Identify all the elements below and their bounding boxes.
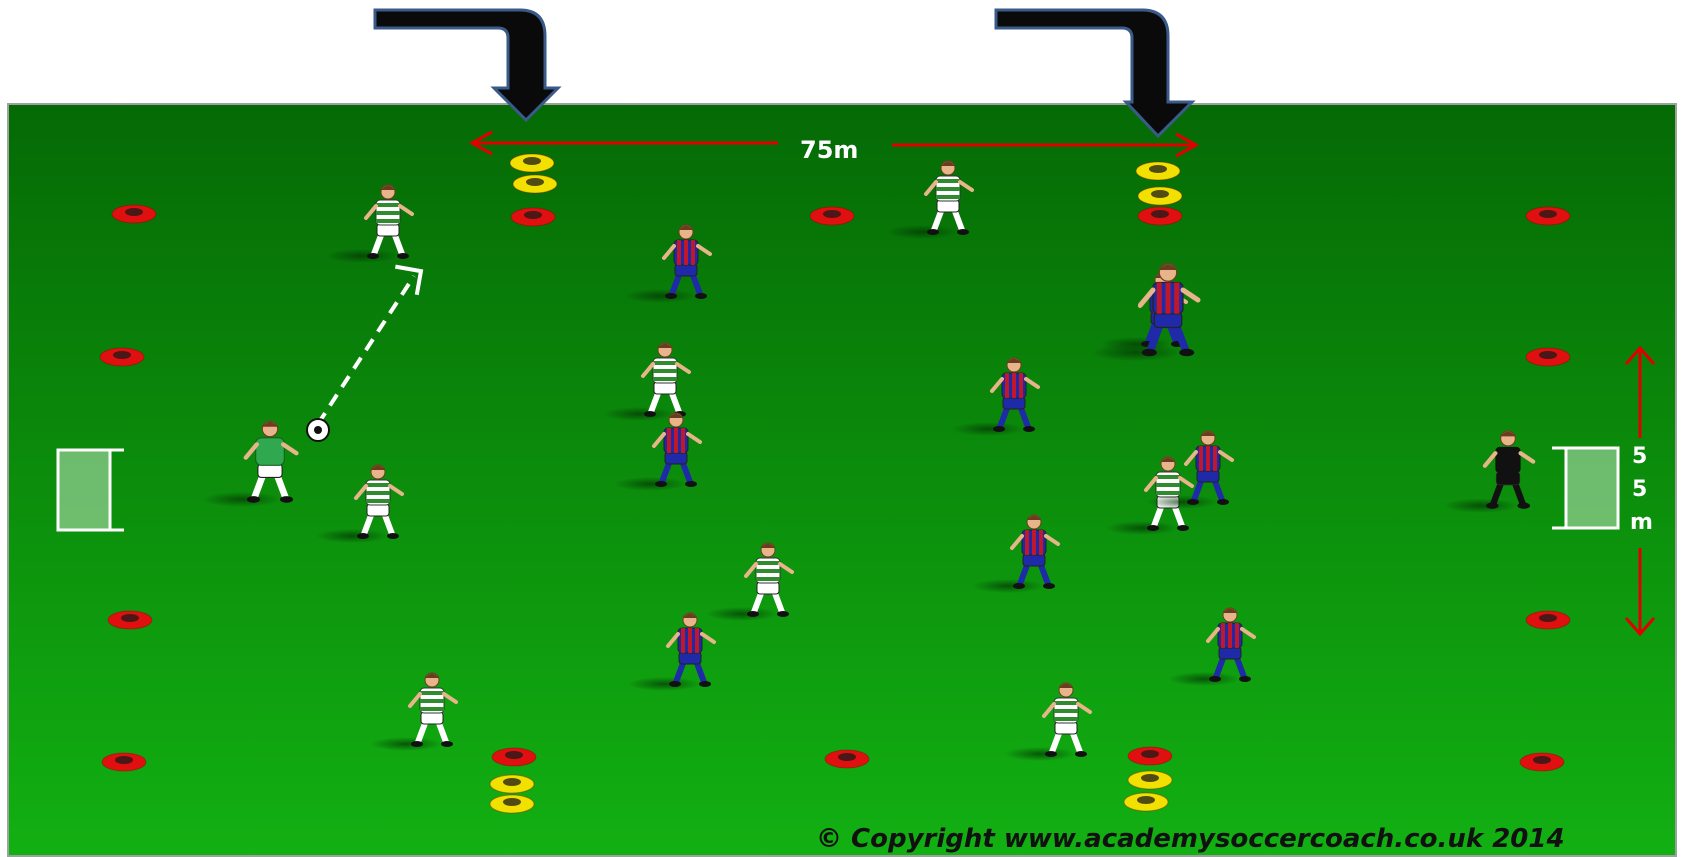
yellow-cone-icon	[510, 154, 554, 172]
red-cone-icon	[102, 753, 146, 771]
yellow-cone-icon	[1124, 793, 1168, 811]
yellow-cone-icon	[490, 795, 534, 813]
yellow-cone-icon	[1136, 162, 1180, 180]
red-cone-icon	[810, 207, 854, 225]
red-cone-icon	[1526, 611, 1570, 629]
red-cone-icon	[1526, 207, 1570, 225]
red-cone-icon	[108, 611, 152, 629]
copyright-text: © Copyright www.academysoccercoach.co.uk…	[816, 824, 1565, 854]
yellow-cone-icon	[1128, 771, 1172, 789]
yellow-cone-icon	[1138, 187, 1182, 205]
red-cone-icon	[492, 748, 536, 766]
red-cone-icon	[825, 750, 869, 768]
yellow-cone-icon	[513, 175, 557, 193]
red-cone-icon	[112, 205, 156, 223]
red-cone-icon	[1520, 753, 1564, 771]
red-cone-icon	[1138, 207, 1182, 225]
red-cone-icon	[1128, 747, 1172, 765]
height-label-char-1: 5	[1632, 444, 1647, 469]
red-cone-icon	[1526, 348, 1570, 366]
red-cone-icon	[511, 208, 555, 226]
height-label-char-3: m	[1630, 510, 1653, 535]
ball-icon	[307, 419, 329, 441]
height-label-char-2: 5	[1632, 477, 1647, 502]
width-label: 75m	[800, 136, 858, 164]
red-cone-icon	[100, 348, 144, 366]
yellow-cone-icon	[490, 775, 534, 793]
